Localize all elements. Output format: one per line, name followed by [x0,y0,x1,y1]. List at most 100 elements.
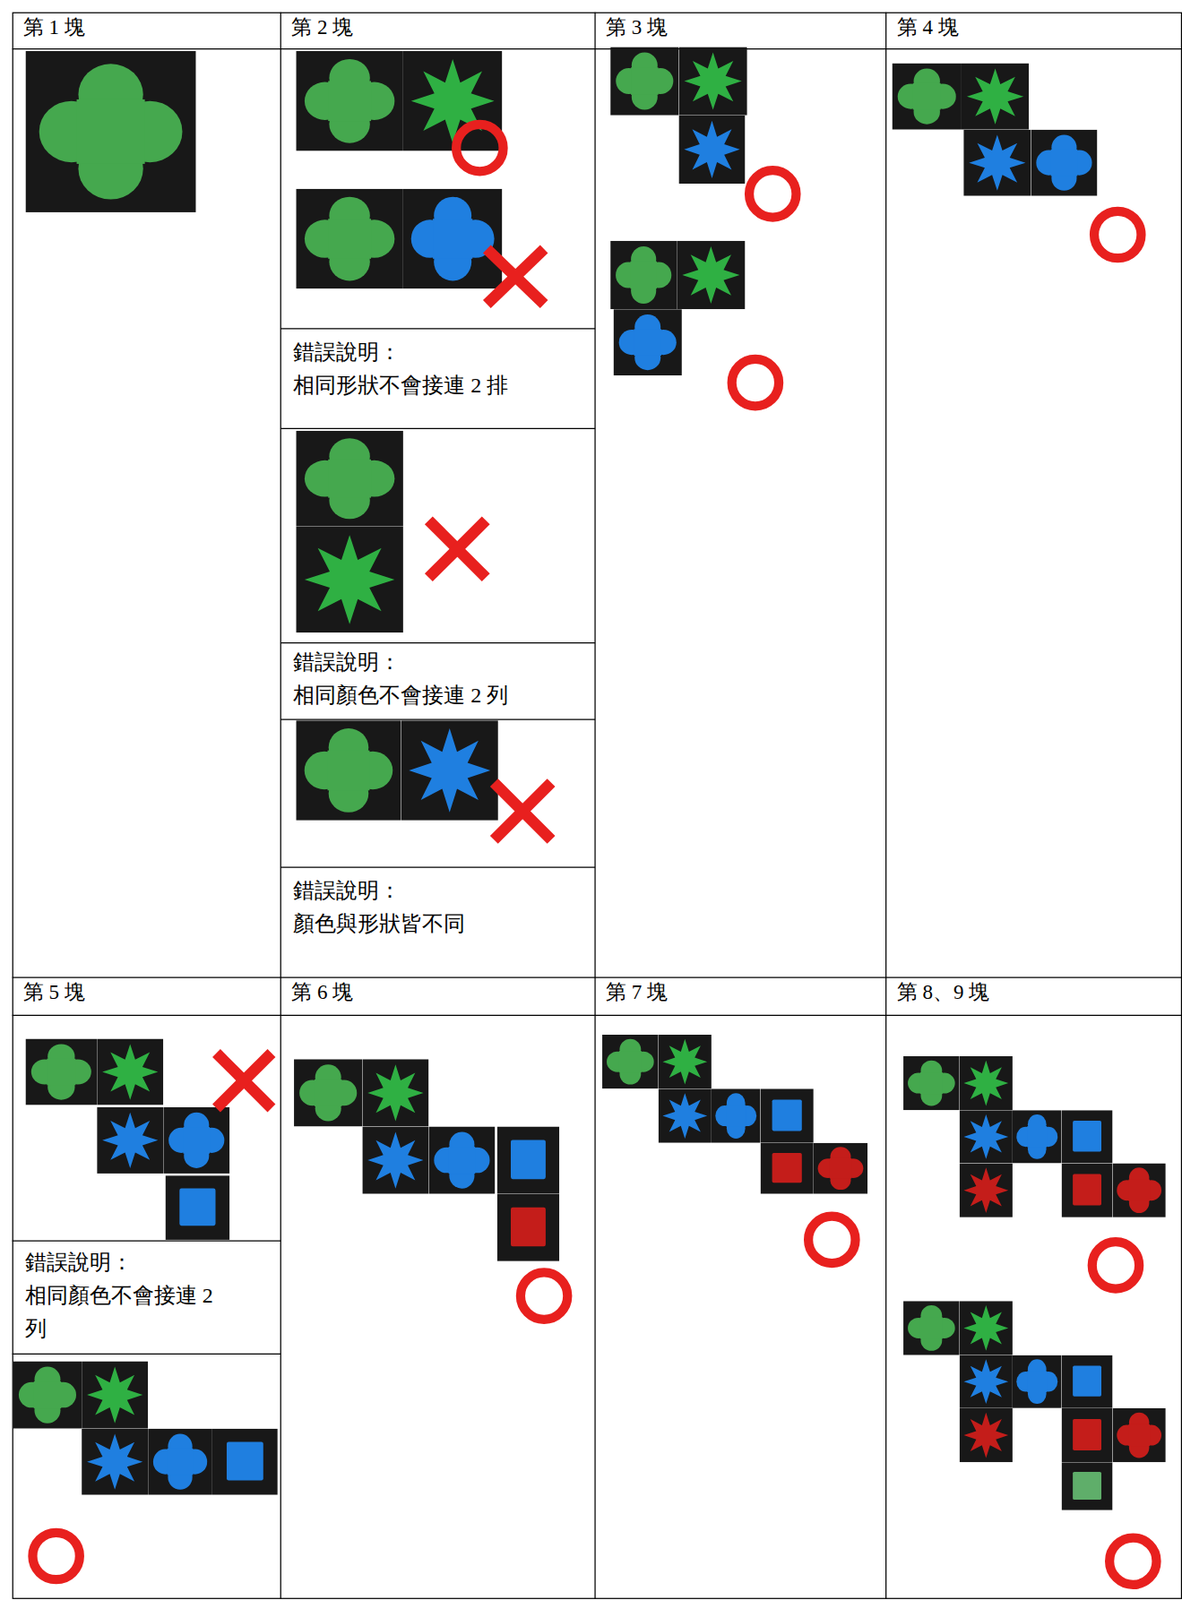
cell-heading: 第 8、9 塊 [897,980,1172,1007]
cell-heading: 第 7 塊 [605,980,876,1007]
table-grid [12,12,1182,1600]
cell-heading: 第 1 塊 [23,15,271,42]
clover-tile [813,1143,868,1195]
clover-tile [602,1035,659,1089]
star-tile [362,1059,429,1127]
cell-heading: 錯誤說明： [293,874,583,908]
grid-line [280,718,596,720]
star-tile [959,1056,1013,1111]
correct-mark [456,124,503,172]
square-tile [165,1175,231,1241]
square-tile [1061,1355,1113,1409]
table-cell: 第 1 塊 [12,12,282,50]
correct-mark [1094,211,1141,259]
clover-tile [892,63,962,130]
star-tile [959,1163,1013,1217]
table-cell: 第 7 塊 [595,977,887,1016]
correct-mark [1109,1538,1157,1586]
clover-tile [1030,129,1097,197]
table-border [12,12,1182,1599]
grid-line [280,428,596,430]
clover-tile [1112,1163,1166,1217]
star-tile [959,1110,1013,1164]
square-tile [1061,1110,1113,1164]
star-tile [959,1301,1013,1355]
wrong-mark [428,520,486,579]
star-tile [658,1088,712,1143]
cell-heading: 第 6 塊 [291,980,585,1007]
square-tile [760,1088,814,1143]
grid-line [280,327,596,329]
square-tile [1061,1163,1113,1217]
table-cell: 第 8、9 塊 [886,977,1182,1016]
star-tile [401,720,499,821]
wrong-mark [486,249,544,305]
clover-tile [163,1107,230,1174]
wrong-mark [493,783,552,841]
clover-tile [428,1126,495,1194]
grid-line [885,12,887,1600]
cell-text: 相同形狀不會接連 2 排 [293,369,583,403]
wrong-mark [215,1052,272,1109]
star-tile [96,1107,164,1174]
cell-heading: 第 4 塊 [897,15,1172,42]
clover-tile [1012,1110,1062,1164]
star-tile [81,1429,148,1496]
grid-line [12,1240,282,1242]
correct-mark [808,1216,855,1264]
correct-mark [32,1533,79,1580]
star-tile [678,115,745,184]
clover-tile [610,241,677,310]
correct-mark [520,1272,568,1320]
table-cell: 錯誤說明：顏色與形狀皆不同 [280,867,596,978]
clover-tile [711,1088,761,1143]
square-tile [1061,1408,1113,1463]
correct-mark [749,170,796,217]
square-tile [212,1429,278,1496]
cell-text: 顏色與形狀皆不同 [293,907,583,941]
clover-tile [610,46,679,115]
table-cell: 錯誤說明：相同形狀不會接連 2 排 [280,328,596,430]
clover-tile [25,1039,97,1106]
star-tile [81,1361,148,1429]
correct-mark [1092,1242,1139,1289]
cell-heading: 錯誤說明： [293,336,583,370]
clover-tile [295,189,404,290]
clover-tile [295,720,401,821]
grid-line [280,642,596,644]
star-tile [959,1355,1013,1409]
star-tile [362,1126,429,1194]
grid-line [12,1015,1182,1017]
cell-heading: 第 5 塊 [23,980,271,1007]
clover-tile [25,51,196,213]
clover-tile [1012,1355,1062,1409]
clover-tile [613,309,682,376]
star-tile [295,526,404,633]
clover-tile [147,1429,213,1496]
grid-line [594,12,596,1600]
clover-tile [903,1056,960,1111]
star-tile [959,1408,1013,1463]
table-cell: 錯誤說明：相同顏色不會接連 2 列 [12,1241,282,1355]
star-tile [678,46,747,115]
cell-heading: 錯誤說明： [25,1246,218,1280]
cell-text: 相同顏色不會接連 2 列 [25,1279,218,1346]
grid-line [12,48,1182,50]
star-tile [963,129,1031,197]
cell-text: 相同顏色不會接連 2 列 [293,679,583,713]
clover-tile [903,1301,960,1355]
clover-tile [1112,1408,1166,1463]
grid-line [280,12,282,1600]
cell-heading: 錯誤說明： [293,646,583,680]
grid-line [12,977,1182,979]
table-cell: 第 6 塊 [280,977,596,1016]
cell-heading: 第 3 塊 [605,15,876,42]
clover-tile [295,431,404,527]
clover-tile [13,1361,82,1429]
table-cell: 第 5 塊 [12,977,282,1016]
table-cell: 第 4 塊 [886,12,1182,50]
square-tile [497,1194,560,1262]
grid-line [12,1354,282,1355]
star-tile [658,1035,712,1089]
